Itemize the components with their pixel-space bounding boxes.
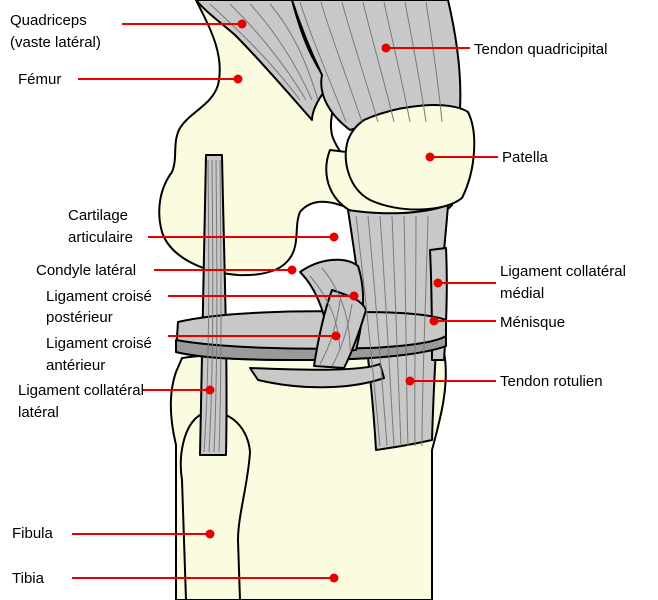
leader-tibia-dot	[329, 573, 339, 583]
patella-bone	[344, 104, 476, 211]
leader-tendon-quadricipital-dot	[381, 43, 391, 53]
leader-lines	[72, 19, 498, 583]
label-lca-2: antérieur	[46, 357, 106, 374]
label-tendon-rotulien: Tendon rotulien	[500, 373, 603, 390]
leader-cartilage-dot	[329, 232, 339, 242]
meniscus-rim	[175, 335, 447, 361]
label-lcl-2: latéral	[18, 404, 59, 421]
label-lcm-1: Ligament collatéral	[500, 263, 626, 280]
label-condyle-lateral: Condyle latéral	[36, 262, 137, 279]
leader-tendon-rotulien-dot	[405, 376, 415, 386]
leader-menisque-dot	[429, 316, 439, 326]
lateral-collateral-ligament	[199, 154, 228, 456]
label-quadriceps-1: Quadriceps	[10, 12, 87, 29]
leader-quadriceps-dot	[237, 19, 247, 29]
leader-patella-dot	[425, 152, 435, 162]
label-lcp-1: Ligament croisé	[46, 288, 152, 305]
leader-lcl-dot	[205, 385, 215, 395]
label-femur: Fémur	[18, 71, 62, 88]
leader-lca-dot	[331, 331, 341, 341]
label-cartilage-1: Cartilage	[68, 207, 129, 224]
label-patella: Patella	[502, 149, 548, 166]
leader-fibula-dot	[205, 529, 215, 539]
leader-lcp-dot	[349, 291, 359, 301]
leader-lcm-dot	[433, 278, 443, 288]
label-lca-1: Ligament croisé	[46, 335, 152, 352]
label-lcl-1: Ligament collatéral	[18, 382, 144, 399]
tibial-cartilage	[249, 363, 385, 389]
label-tibia: Tibia	[12, 570, 44, 587]
label-cartilage-2: articulaire	[68, 229, 134, 246]
leader-condyle-lateral-dot	[287, 265, 297, 275]
fibula-bone	[179, 411, 251, 600]
label-quadriceps-2: (vaste latéral)	[10, 34, 101, 51]
label-tendon-quadricipital: Tendon quadricipital	[474, 41, 608, 58]
label-menisque: Ménisque	[500, 314, 566, 331]
label-fibula: Fibula	[12, 525, 53, 542]
quadriceps-muscle	[195, 0, 331, 121]
label-lcm-2: médial	[500, 285, 545, 302]
leader-femur-dot	[233, 74, 243, 84]
label-lcp-2: postérieur	[46, 309, 113, 326]
